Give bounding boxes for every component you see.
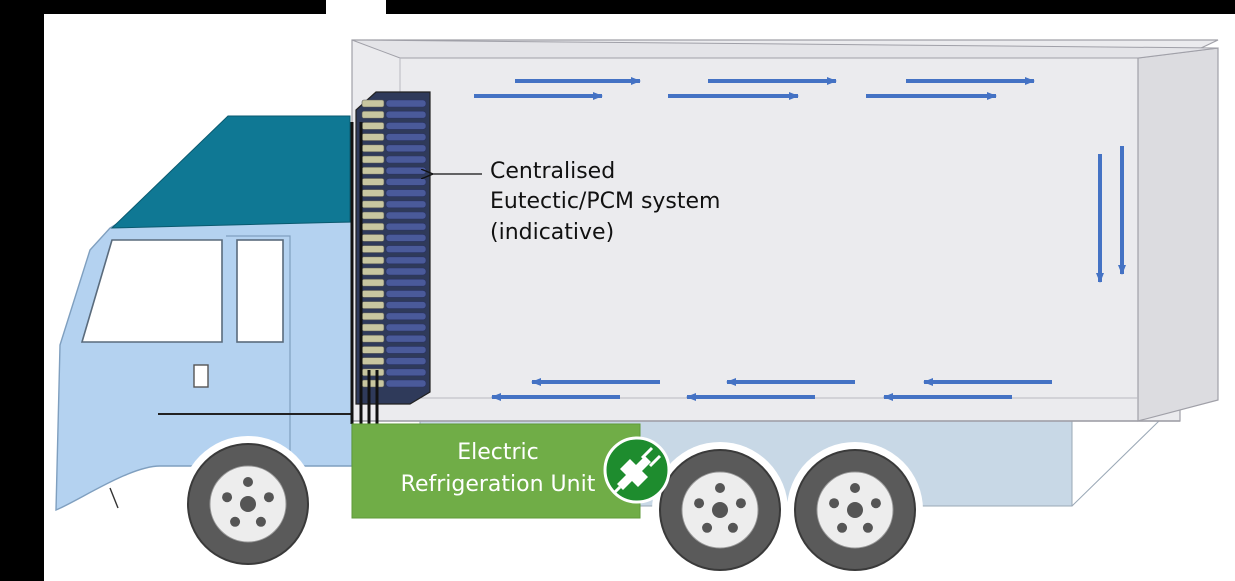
lug-nut <box>222 492 233 503</box>
pcm-plate-end <box>361 379 385 388</box>
pcm-plate-end <box>361 301 385 309</box>
refrigerant-pipes <box>350 122 379 424</box>
pcm-plate <box>385 323 427 332</box>
pcm-plate <box>385 222 427 231</box>
pcm-annotation: Centralised Eutectic/PCM system (indicat… <box>490 157 720 248</box>
cargo-box <box>351 39 1219 422</box>
lug-nut <box>263 492 274 503</box>
pcm-plate <box>385 122 427 130</box>
pcm-plate <box>385 278 427 287</box>
pcm-plate-end <box>361 122 385 130</box>
refrigeration-unit-box <box>351 423 641 519</box>
pcm-plate <box>385 290 427 298</box>
pcm-plate-end <box>361 346 385 354</box>
unit-label-line-2: Refrigeration Unit <box>400 471 596 497</box>
left-edge-bar <box>0 0 44 581</box>
pcm-plate-end <box>361 267 385 276</box>
pcm-plate-end <box>361 290 385 298</box>
pcm-plate <box>385 256 427 265</box>
pcm-plate-end <box>361 278 385 287</box>
top-right-bar <box>386 0 1235 14</box>
airflow-arrows <box>474 77 1126 401</box>
hub-center <box>847 502 863 518</box>
lug-nut <box>837 522 848 533</box>
lug-nut <box>243 477 253 487</box>
pcm-plate <box>385 357 427 365</box>
pcm-plate <box>385 155 427 164</box>
pcm-plate-end <box>361 334 385 343</box>
pcm-plate <box>385 178 427 186</box>
unit-label-line-1: Electric <box>457 440 539 465</box>
pcm-plate-end <box>361 178 385 186</box>
pcm-plate-end <box>361 357 385 365</box>
pcm-plate <box>385 245 427 253</box>
pcm-plate <box>385 166 427 175</box>
pcm-plate-end <box>361 245 385 253</box>
refrigeration-unit-label: Electric Refrigeration Unit <box>385 437 611 501</box>
lug-nut <box>850 483 860 493</box>
pcm-plate <box>385 211 427 220</box>
pcm-plate <box>385 234 427 242</box>
pcm-plate <box>385 200 427 209</box>
pcm-plate-end <box>361 99 385 108</box>
pcm-plate-end <box>361 312 385 321</box>
lug-nut <box>230 516 241 527</box>
pcm-plate <box>385 267 427 276</box>
truck-cab <box>55 115 353 512</box>
pcm-plate <box>385 189 427 197</box>
lug-nut <box>255 516 266 527</box>
pcm-plate-end <box>361 155 385 164</box>
lug-nut <box>735 498 746 509</box>
pcm-plate-end <box>361 144 385 153</box>
pcm-plate <box>385 334 427 343</box>
pcm-plate <box>385 312 427 321</box>
pcm-plate <box>385 346 427 354</box>
pcm-plate-end <box>361 222 385 231</box>
pcm-plate <box>385 133 427 141</box>
pcm-plate-end <box>361 189 385 197</box>
lug-nut <box>727 522 738 533</box>
pcm-plate <box>385 379 427 388</box>
pcm-plate-end <box>361 211 385 220</box>
pcm-plate <box>385 110 427 119</box>
pcm-plate-end <box>361 133 385 141</box>
annotation-line-2: Eutectic/PCM system <box>490 189 721 215</box>
lug-nut <box>702 522 713 533</box>
lug-nut <box>694 498 705 509</box>
pcm-plate <box>385 368 427 377</box>
pcm-plate-end <box>361 256 385 265</box>
wheels <box>180 436 923 578</box>
pcm-plate-end <box>361 323 385 332</box>
pcm-plate <box>385 301 427 309</box>
pcm-plate-end <box>361 234 385 242</box>
power-plug-icon <box>603 436 671 504</box>
hub-center <box>240 496 256 512</box>
hub-center <box>712 502 728 518</box>
annotation-line-3: (indicative) <box>490 219 615 245</box>
pcm-plate-end <box>361 200 385 209</box>
annotation-line-1: Centralised <box>490 159 616 184</box>
pcm-plate-end <box>361 368 385 377</box>
top-left-bar <box>0 0 326 14</box>
lug-nut <box>870 498 881 509</box>
pcm-plate <box>385 144 427 153</box>
pcm-plate-end <box>361 166 385 175</box>
lug-nut <box>715 483 725 493</box>
pcm-plate-panel <box>355 91 431 405</box>
pcm-plate <box>385 99 427 108</box>
lug-nut <box>862 522 873 533</box>
pcm-plate-end <box>361 110 385 119</box>
lug-nut <box>829 498 840 509</box>
